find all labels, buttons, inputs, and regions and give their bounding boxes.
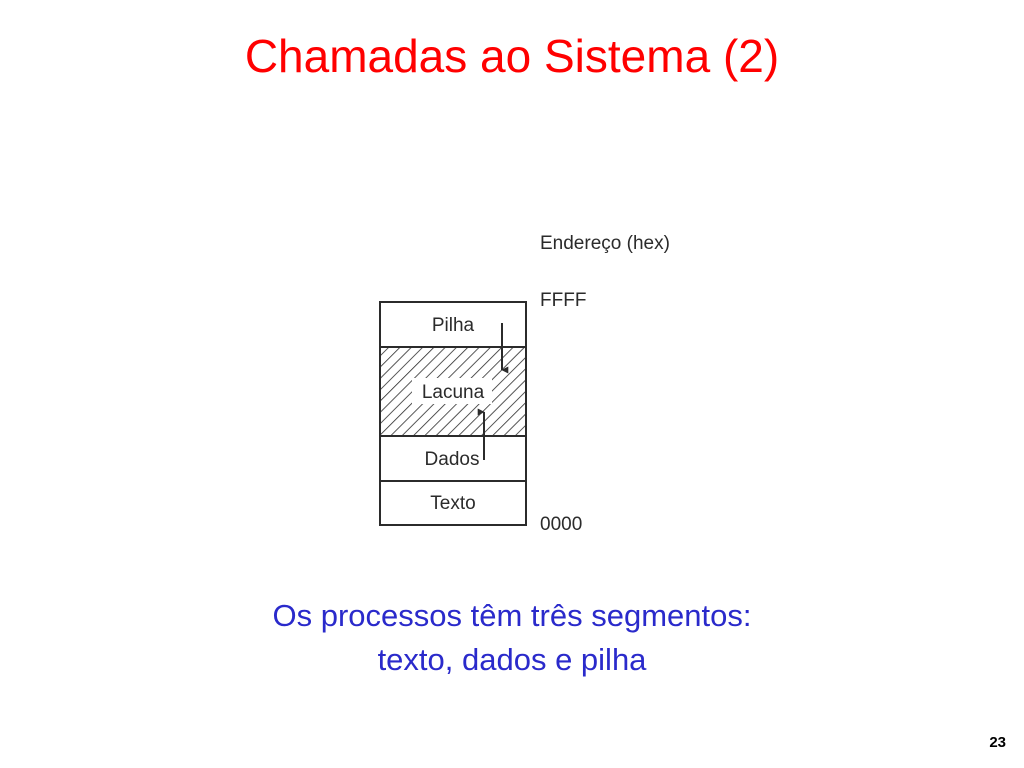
text-segment-label: Texto [430, 493, 475, 514]
address-header-label: Endereço (hex) [540, 233, 670, 254]
data-segment-label: Dados [425, 449, 480, 470]
gap-segment-label: Lacuna [422, 382, 485, 403]
text-segment [379, 480, 527, 526]
gap-label-background [412, 378, 492, 404]
caption: Os processos têm três segmentos: texto, … [0, 594, 1024, 682]
page-number: 23 [989, 734, 1006, 751]
caption-line-1: Os processos têm três segmentos: [272, 598, 752, 633]
address-top-label: FFFF [540, 290, 586, 311]
slide-title: Chamadas ao Sistema (2) [244, 30, 780, 82]
caption-line-2: texto, dados e pilha [377, 642, 647, 677]
data-segment [379, 435, 527, 482]
stack-segment-label: Pilha [432, 315, 475, 336]
address-bottom-label: 0000 [540, 514, 582, 535]
